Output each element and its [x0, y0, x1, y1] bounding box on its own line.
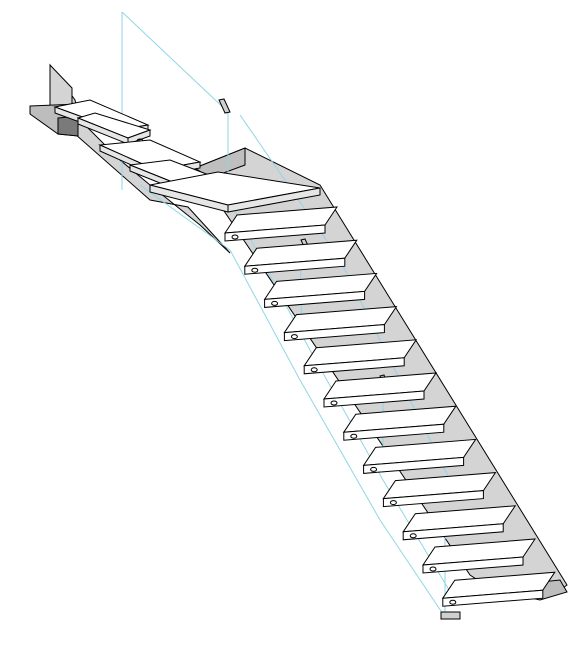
bolt-hole — [370, 466, 378, 472]
tread-front — [224, 224, 326, 242]
connector-plate-top — [218, 98, 231, 114]
tread-front — [382, 490, 484, 508]
flight-tread — [243, 239, 358, 275]
flight-tread — [283, 306, 398, 342]
bolt-hole — [429, 566, 437, 572]
flight-tread — [422, 538, 536, 574]
guide-lines — [121, 11, 456, 618]
tread-front — [363, 456, 465, 474]
flight-tread — [303, 339, 418, 375]
bolt-hole — [389, 500, 397, 506]
tread-front — [442, 589, 544, 607]
landing-tread — [76, 112, 152, 145]
flight-tread — [402, 505, 517, 541]
tread-front — [422, 556, 524, 574]
flight-treads — [224, 206, 556, 607]
flight-tread — [224, 206, 338, 242]
bolt-hole — [231, 234, 239, 240]
tread-front — [264, 290, 366, 308]
connector-plate-bottom — [440, 611, 461, 620]
tread-front — [283, 324, 385, 342]
landing-platform — [149, 171, 321, 213]
bolt-hole — [449, 599, 457, 605]
flight-tread — [362, 438, 477, 474]
bolt-hole — [350, 433, 358, 439]
tread-front — [343, 423, 445, 441]
bolt-hole — [290, 334, 298, 340]
tread-front — [244, 257, 346, 275]
bolt-hole — [271, 300, 279, 306]
flight-tread — [441, 571, 556, 607]
flight-tread — [323, 372, 437, 408]
tread-front — [303, 357, 405, 375]
bolt-hole — [310, 367, 318, 373]
tread-front — [402, 523, 504, 541]
flight-tread — [263, 272, 378, 308]
bolt-hole — [409, 533, 417, 539]
tread-front — [323, 390, 425, 408]
bolt-hole — [330, 400, 338, 406]
bolt-hole — [251, 267, 259, 273]
flight-tread — [342, 405, 457, 441]
flight-tread — [382, 472, 497, 508]
